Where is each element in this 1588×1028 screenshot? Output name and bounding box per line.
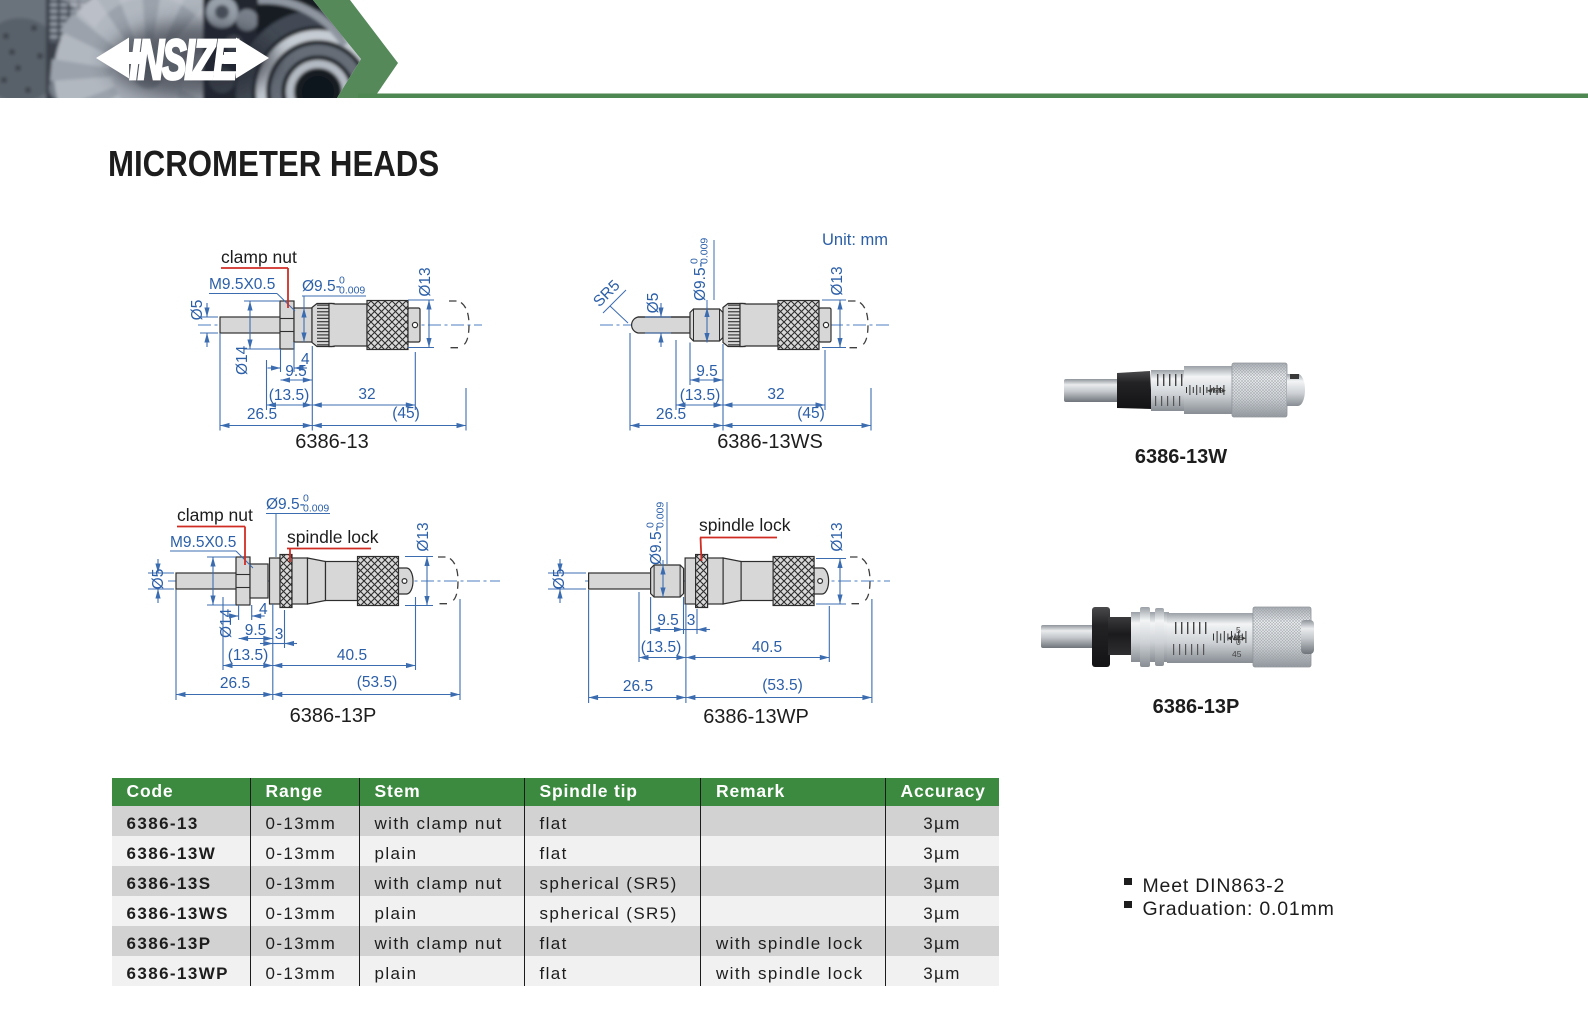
svg-text:6386-13P: 6386-13P — [290, 705, 377, 727]
svg-text:0: 0 — [339, 275, 345, 287]
svg-text:6386-13W: 6386-13W — [1135, 446, 1227, 468]
svg-text:Ø9.5-: Ø9.5- — [648, 526, 665, 565]
svg-text:6386-13P: 6386-13P — [1153, 696, 1240, 718]
svg-text:9.5: 9.5 — [285, 363, 307, 380]
svg-text:40.5: 40.5 — [337, 647, 367, 664]
svg-text:(45): (45) — [797, 405, 825, 422]
svg-text:32: 32 — [358, 386, 375, 403]
svg-text:◄INSIZE►: ◄INSIZE► — [1226, 635, 1247, 642]
svg-text:3: 3 — [687, 612, 696, 629]
svg-text:Ø13: Ø13 — [829, 266, 846, 295]
svg-text:SR5: SR5 — [590, 277, 623, 310]
svg-text:6386-13WP: 6386-13WP — [703, 706, 809, 728]
svg-text:Ø9.5-: Ø9.5- — [266, 496, 305, 513]
svg-text:5: 5 — [1236, 625, 1241, 635]
svg-text:M9.5X0.5: M9.5X0.5 — [170, 534, 236, 551]
svg-text:◄INSIZE►: ◄INSIZE► — [1206, 388, 1227, 395]
svg-text:(53.5): (53.5) — [762, 677, 803, 694]
svg-text:(53.5): (53.5) — [357, 674, 398, 691]
svg-text:(13.5): (13.5) — [269, 387, 310, 404]
svg-text:26.5: 26.5 — [623, 678, 653, 695]
svg-text:Ø5: Ø5 — [150, 569, 167, 590]
svg-text:clamp nut: clamp nut — [177, 505, 253, 525]
svg-text:0: 0 — [303, 493, 309, 505]
svg-text:0.009: 0.009 — [655, 502, 667, 528]
svg-text:spindle lock: spindle lock — [699, 515, 791, 535]
svg-text:(13.5): (13.5) — [680, 387, 721, 404]
svg-text:3: 3 — [275, 626, 284, 643]
svg-text:6386-13WS: 6386-13WS — [717, 431, 823, 453]
svg-text:(13.5): (13.5) — [228, 647, 269, 664]
svg-text:Ø14: Ø14 — [234, 345, 251, 375]
svg-text:0.009: 0.009 — [303, 503, 329, 515]
svg-text:9.5: 9.5 — [657, 612, 679, 629]
svg-text:26.5: 26.5 — [220, 675, 250, 692]
svg-text:clamp nut: clamp nut — [221, 247, 297, 267]
svg-text:6386-13: 6386-13 — [295, 431, 368, 453]
svg-text:(45): (45) — [392, 405, 420, 422]
svg-text:0: 0 — [689, 258, 701, 264]
svg-text:0.009: 0.009 — [339, 285, 365, 297]
svg-text:40.5: 40.5 — [752, 639, 782, 656]
svg-text:M9.5X0.5: M9.5X0.5 — [209, 276, 275, 293]
svg-text:Unit: mm: Unit: mm — [822, 231, 888, 249]
svg-text:4: 4 — [259, 601, 268, 618]
svg-text:INSIZE: INSIZE — [129, 29, 239, 92]
svg-text:32: 32 — [767, 386, 784, 403]
svg-text:(13.5): (13.5) — [641, 639, 682, 656]
svg-text:0.009: 0.009 — [699, 238, 711, 264]
svg-text:9.5: 9.5 — [245, 622, 267, 639]
svg-text:Ø5: Ø5 — [551, 569, 568, 590]
svg-text:Ø9.5-: Ø9.5- — [302, 278, 341, 295]
svg-text:45: 45 — [1232, 649, 1242, 659]
svg-text:spindle lock: spindle lock — [287, 527, 379, 547]
svg-text:Ø5: Ø5 — [189, 300, 206, 321]
svg-text:Ø5: Ø5 — [645, 293, 662, 314]
svg-text:0: 0 — [1236, 637, 1241, 647]
svg-text:Ø9.5-: Ø9.5- — [692, 262, 709, 301]
svg-text:Ø13: Ø13 — [417, 267, 434, 296]
svg-text:9.5: 9.5 — [696, 363, 718, 380]
svg-text:26.5: 26.5 — [656, 406, 686, 423]
svg-text:Ø13: Ø13 — [829, 522, 846, 551]
svg-text:Ø14: Ø14 — [218, 608, 235, 638]
svg-text:4: 4 — [301, 351, 310, 368]
svg-text:26.5: 26.5 — [247, 406, 277, 423]
svg-text:Ø13: Ø13 — [415, 522, 432, 551]
svg-text:0: 0 — [645, 522, 657, 528]
